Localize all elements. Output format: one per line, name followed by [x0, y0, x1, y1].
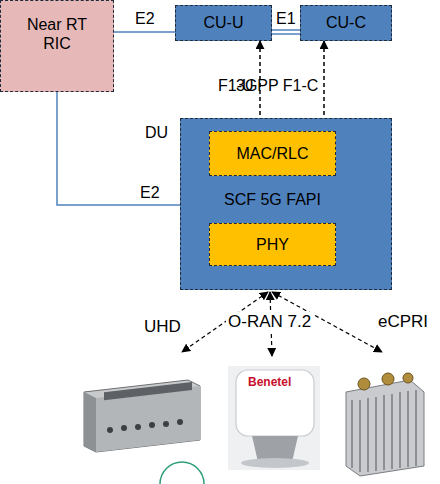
- benetel-radio: [228, 366, 320, 470]
- brand-text: Benetel: [248, 376, 291, 389]
- usrp-device: [84, 380, 200, 452]
- edge-label: E2: [140, 183, 160, 202]
- cu-box: CU-C: [300, 5, 392, 41]
- node-text: CU-U: [204, 13, 244, 32]
- mac-box: MAC/RLC: [209, 131, 336, 176]
- radio-heatsink: [346, 373, 424, 476]
- connector: [114, 31, 175, 33]
- phy-box: PHY: [209, 223, 336, 266]
- node-text: PHY: [256, 235, 289, 254]
- cu-box: CU-U: [175, 5, 272, 41]
- node-text: CU-C: [326, 13, 366, 32]
- connector: [272, 33, 300, 35]
- logo-fragment: [160, 462, 204, 484]
- node-text: MAC/RLC: [236, 144, 308, 163]
- ric-box: Near RT RIC: [0, 0, 114, 92]
- edge-label: 3GPP F1-C: [236, 76, 318, 95]
- node-text: Near RT RIC: [19, 15, 95, 53]
- connector: [272, 29, 300, 31]
- edge-label: E2: [135, 9, 155, 28]
- edge-label: SCF 5G FAPI: [221, 190, 324, 209]
- edge-label: E1: [276, 9, 296, 28]
- connector: [57, 92, 180, 205]
- interface-label: eCPRI: [376, 312, 430, 332]
- interface-label: UHD: [142, 317, 183, 337]
- node-text: DU: [145, 123, 168, 142]
- interface-label: O-RAN 7.2: [226, 312, 313, 332]
